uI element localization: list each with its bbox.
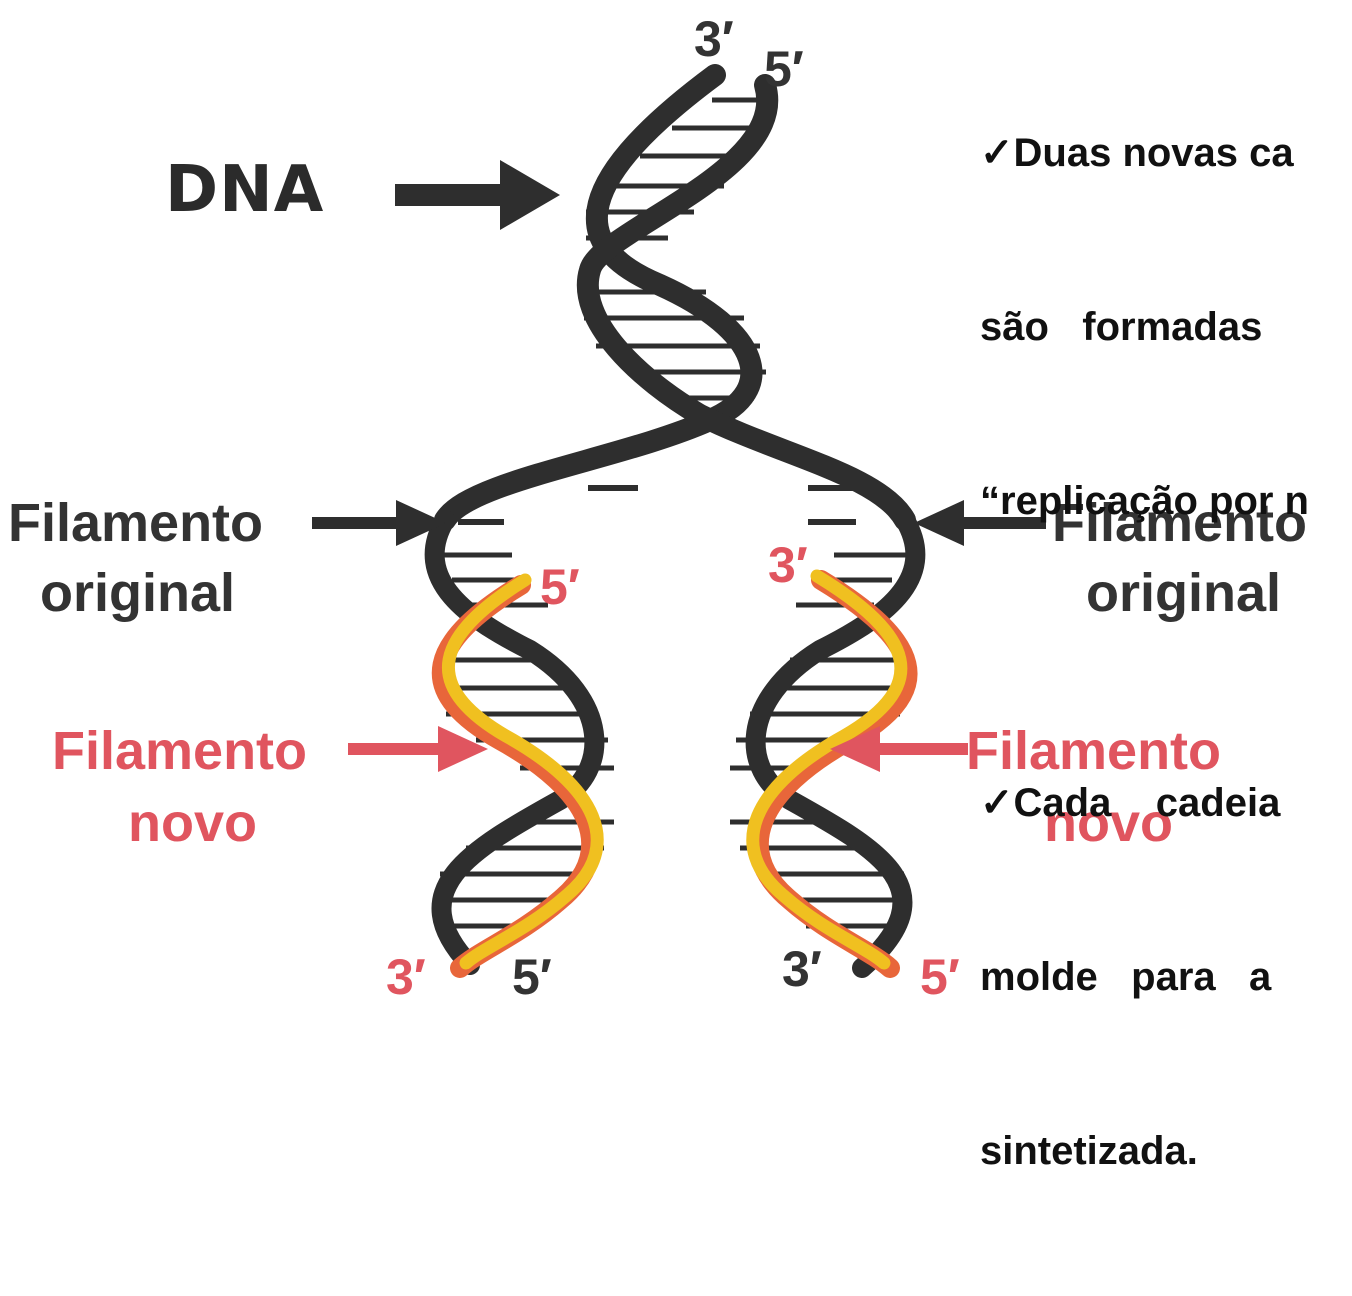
end-label-left-new-top: 5′	[540, 559, 580, 615]
left-original-strand	[424, 510, 605, 975]
parent-helix	[434, 64, 916, 531]
bullet-duas-novas: ✓Duas novas ca são formadas “replicação …	[980, 8, 1352, 646]
bullet-cada-cadeia: ✓Cada cadeia molde para a sintetizada.	[980, 658, 1352, 1296]
end-label-top-left: 3′	[694, 11, 734, 67]
right-original-label-line2: original	[1086, 563, 1282, 623]
end-label-bottom-right-orig: 3′	[782, 941, 822, 997]
bullet2-line3: sintetizada.	[980, 1129, 1198, 1173]
left-new-arrow	[348, 726, 488, 772]
left-new-label-line2: novo	[128, 793, 257, 853]
left-original-label-line1: Filamento	[8, 493, 264, 553]
bullet2-line1: ✓Cada cadeia	[980, 781, 1281, 825]
left-original-label-line2: original	[40, 563, 236, 623]
bullet2-line2: molde para a	[980, 955, 1272, 999]
right-original-arrow	[914, 500, 1046, 546]
end-label-bottom-left-orig: 5′	[512, 949, 552, 1005]
dna-label: DNA	[165, 153, 325, 227]
fork-base-fragments	[458, 485, 858, 525]
left-original-arrow	[312, 500, 446, 546]
dna-replication-diagram	[312, 64, 1046, 978]
left-daughter-helix	[424, 510, 614, 978]
right-original-strand	[745, 510, 926, 978]
parent-strand-b	[577, 74, 916, 531]
bullet1-line3: “replicação por n	[980, 479, 1309, 523]
left-new-strand	[442, 573, 604, 970]
parent-strand-a	[434, 64, 763, 531]
right-new-strand	[746, 569, 908, 970]
end-label-bottom-right-new: 5′	[920, 949, 960, 1005]
end-label-right-new-top: 3′	[768, 537, 808, 593]
text-panel: ✓Duas novas ca são formadas “replicação …	[980, 8, 1352, 1296]
right-new-label-line1: Filamento	[966, 721, 1222, 781]
end-label-top-right: 5′	[764, 41, 804, 97]
right-daughter-helix	[730, 510, 926, 978]
right-original-label-line1: Filamento	[1052, 493, 1308, 553]
bullet1-line2: são formadas	[980, 305, 1263, 349]
right-new-label-line2: novo	[1044, 793, 1173, 853]
right-new-arrow	[830, 726, 968, 772]
dna-arrow	[395, 160, 560, 230]
bullet1-line1: ✓Duas novas ca	[980, 131, 1294, 175]
end-label-bottom-left-new: 3′	[386, 949, 426, 1005]
left-new-label-line1: Filamento	[52, 721, 308, 781]
